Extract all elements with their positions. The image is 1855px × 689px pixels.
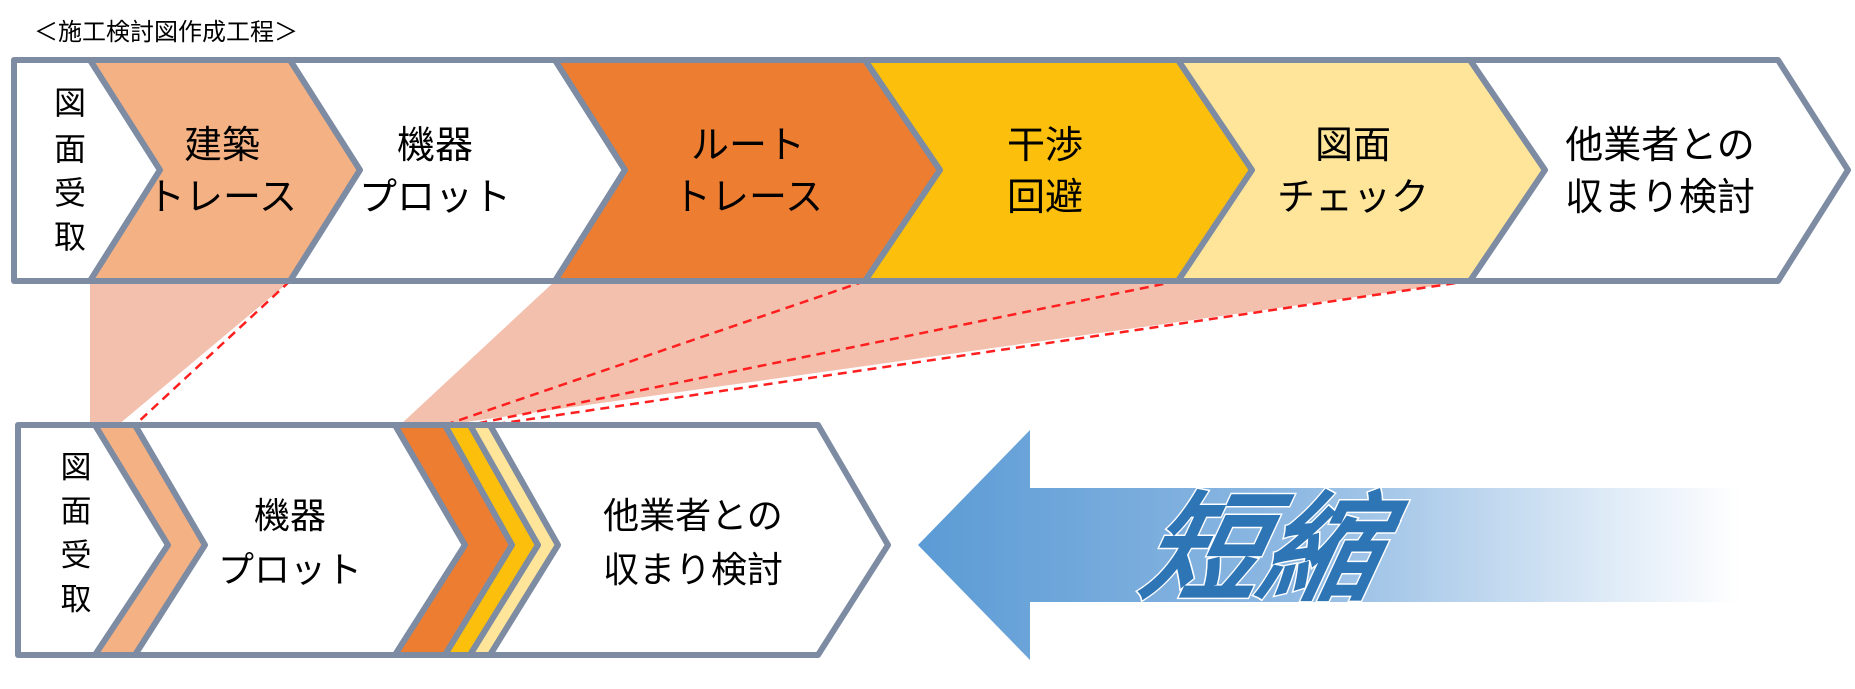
short-step-receive-line-3: 受 bbox=[61, 538, 92, 574]
shorten-label: 短縮 bbox=[1131, 481, 1415, 618]
current-process-row: 図 面 受 取 建築 トレース 機器 プロット ルート トレース 干渉 回避 図… bbox=[11, 57, 1851, 284]
step-route-line-1: ルート bbox=[691, 123, 805, 167]
step-arch-line-1: 建築 bbox=[184, 123, 260, 167]
connector-band-right bbox=[400, 281, 1470, 425]
connector-dash-check bbox=[489, 279, 1471, 427]
step-coord-line-2: 収まり検討 bbox=[1565, 175, 1755, 219]
short-step-plot-line-1: 機器 bbox=[254, 496, 326, 537]
short-step-coord-line-2: 収まり検討 bbox=[603, 550, 783, 591]
step-receive-line-4: 取 bbox=[54, 218, 86, 256]
step-clash-line-1: 干渉 bbox=[1007, 123, 1083, 167]
short-step-plot-line-2: プロット bbox=[218, 550, 362, 591]
step-coord-shape bbox=[1467, 57, 1851, 284]
connector-dash-clash bbox=[469, 279, 1179, 427]
short-step-receive-line-2: 面 bbox=[61, 494, 92, 530]
step-receive-line-3: 受 bbox=[54, 174, 86, 212]
short-step-receive-line-1: 図 bbox=[61, 450, 92, 486]
step-coord-line-1: 他業者との bbox=[1565, 123, 1755, 167]
step-plot-line-2: プロット bbox=[359, 175, 511, 219]
connector-dash-arch bbox=[134, 280, 291, 426]
step-receive-line-2: 面 bbox=[54, 130, 86, 168]
step-check-line-2: チェック bbox=[1277, 175, 1429, 219]
shorten-arrow-shape bbox=[918, 430, 1740, 660]
step-check-line-1: 図面 bbox=[1315, 123, 1391, 167]
shorten-arrow: 短縮 bbox=[918, 430, 1740, 660]
short-step-coord-shape bbox=[487, 422, 891, 658]
connector-bands bbox=[90, 281, 1470, 425]
shortened-process-row: 図 面 受 取 機器 プロット 他業者との 収まり検討 bbox=[15, 422, 891, 658]
diagram-caption: ＜施工検討図作成工程＞ bbox=[34, 18, 298, 46]
step-clash-line-2: 回避 bbox=[1007, 175, 1083, 219]
step-arch-line-2: トレース bbox=[147, 175, 297, 219]
short-step-receive-line-4: 取 bbox=[61, 582, 92, 618]
connector-dashes bbox=[134, 279, 1471, 427]
short-step-coord-line-1: 他業者との bbox=[603, 496, 783, 537]
step-route-line-2: トレース bbox=[673, 175, 823, 219]
step-plot-line-1: 機器 bbox=[397, 123, 473, 167]
step-receive-line-1: 図 bbox=[54, 84, 86, 122]
connector-band-left bbox=[90, 281, 290, 425]
